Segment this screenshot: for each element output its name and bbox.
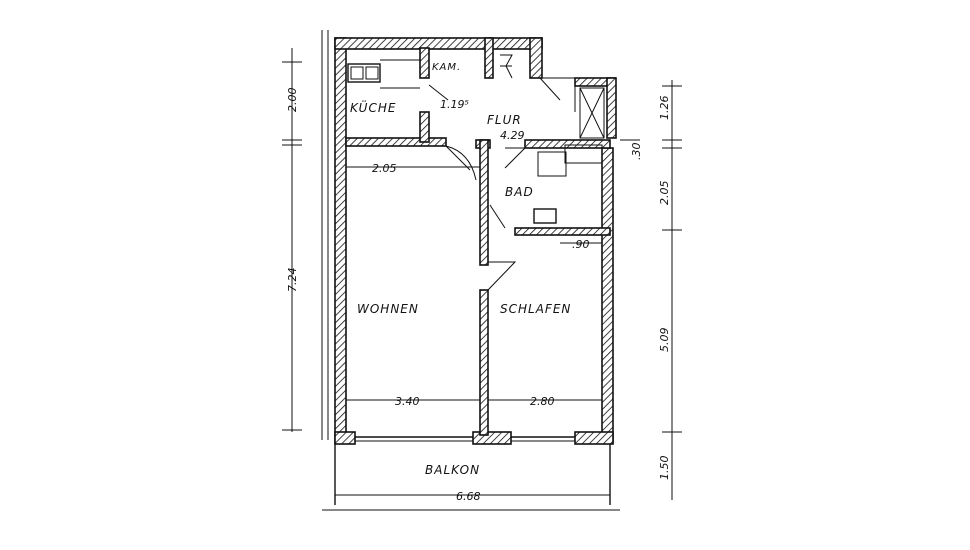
label-schlafen: SCHLAFEN (500, 302, 571, 316)
right-wall (601, 147, 614, 444)
dim-right-balkon: 1.50 (658, 456, 671, 481)
shaft (579, 87, 605, 139)
dimension-lines (282, 48, 682, 500)
dim-flur-area: 4.29 (500, 129, 525, 142)
dim-wohnen-width: 3.40 (395, 395, 420, 408)
interior-walls (345, 47, 611, 436)
kitchen-bottom-wall (345, 137, 447, 147)
door-kitchen (428, 84, 449, 101)
label-flur: FLUR (487, 113, 522, 127)
bottom-wall-mid (472, 431, 512, 445)
outer-walls (334, 37, 617, 445)
left-wall (334, 37, 347, 444)
door-bad-2 (489, 204, 506, 229)
kitchen-chimney-wall (419, 47, 430, 79)
chimney-right (529, 37, 543, 79)
kitchen-right-wall (419, 111, 430, 143)
label-bad: BAD (505, 185, 534, 199)
door-schlafen (487, 261, 517, 291)
label-kueche: KÜCHE (350, 99, 396, 115)
dim-bad-width: .90 (572, 238, 590, 251)
label-kamin: KAM. (432, 62, 461, 73)
dim-right-main: 5.09 (658, 328, 671, 353)
door-bad (504, 147, 527, 169)
dim-left-main: 7.24 (286, 268, 299, 293)
center-wall-bottom (479, 289, 489, 436)
shaft-right (606, 77, 617, 139)
dim-schlafen-width: 2.80 (530, 395, 555, 408)
bad-top-wall (524, 139, 611, 149)
dim-kitchen-width: 2.05 (372, 162, 397, 175)
facade-lines (321, 30, 620, 511)
dim-right-bad: 2.05 (658, 181, 671, 206)
dimension-labels: 4.29 1.19⁵ 2.05 .90 3.40 2.80 6.68 2.00 … (286, 88, 671, 504)
dim-left-top: 2.00 (286, 88, 299, 113)
chimney-left (484, 37, 494, 79)
chimney-symbol (500, 54, 513, 79)
entrance-door (539, 77, 576, 112)
dim-right-top: 1.26 (658, 96, 671, 121)
label-wohnen: WOHNEN (357, 302, 419, 316)
doors (428, 77, 576, 291)
bottom-wall-left (334, 431, 356, 445)
bad-bottom-wall (514, 227, 611, 236)
bathtub (537, 151, 567, 177)
center-wall-top (479, 139, 489, 266)
bottom-wall-right (574, 431, 614, 445)
kitchen-sink (347, 63, 381, 83)
bad-sink (533, 208, 557, 224)
dim-right-gap: .30 (630, 143, 643, 161)
shower (564, 144, 603, 164)
label-balkon: BALKON (425, 463, 480, 477)
dim-door-width: 1.19⁵ (440, 98, 469, 111)
door-wohnen (445, 145, 477, 181)
top-wall (334, 37, 491, 50)
fixtures (347, 54, 605, 224)
room-labels: KÜCHE KAM. FLUR BAD WOHNEN SCHLAFEN BALK… (350, 62, 571, 477)
dim-total-width: 6.68 (456, 490, 481, 503)
